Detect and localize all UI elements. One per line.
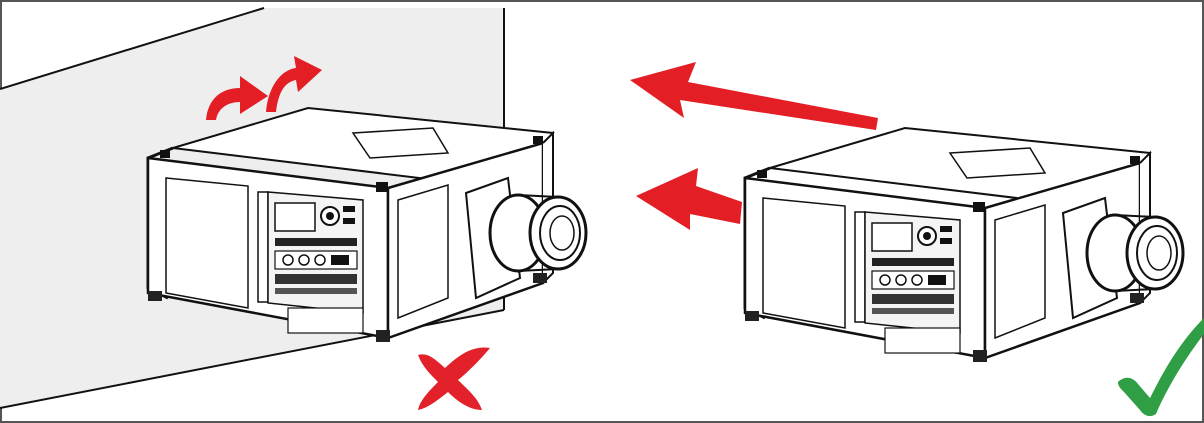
- check-icon: [1118, 318, 1204, 417]
- free-exhaust-arrow-icon: [636, 168, 742, 230]
- cross-icon: [418, 347, 490, 410]
- deflected-exhaust-arrow-icon: [206, 76, 268, 120]
- panel-incorrect: [0, 7, 588, 410]
- panel-correct: [630, 62, 1204, 417]
- free-exhaust-arrow-icon: [630, 62, 878, 130]
- deflected-exhaust-arrow-icon: [266, 56, 322, 112]
